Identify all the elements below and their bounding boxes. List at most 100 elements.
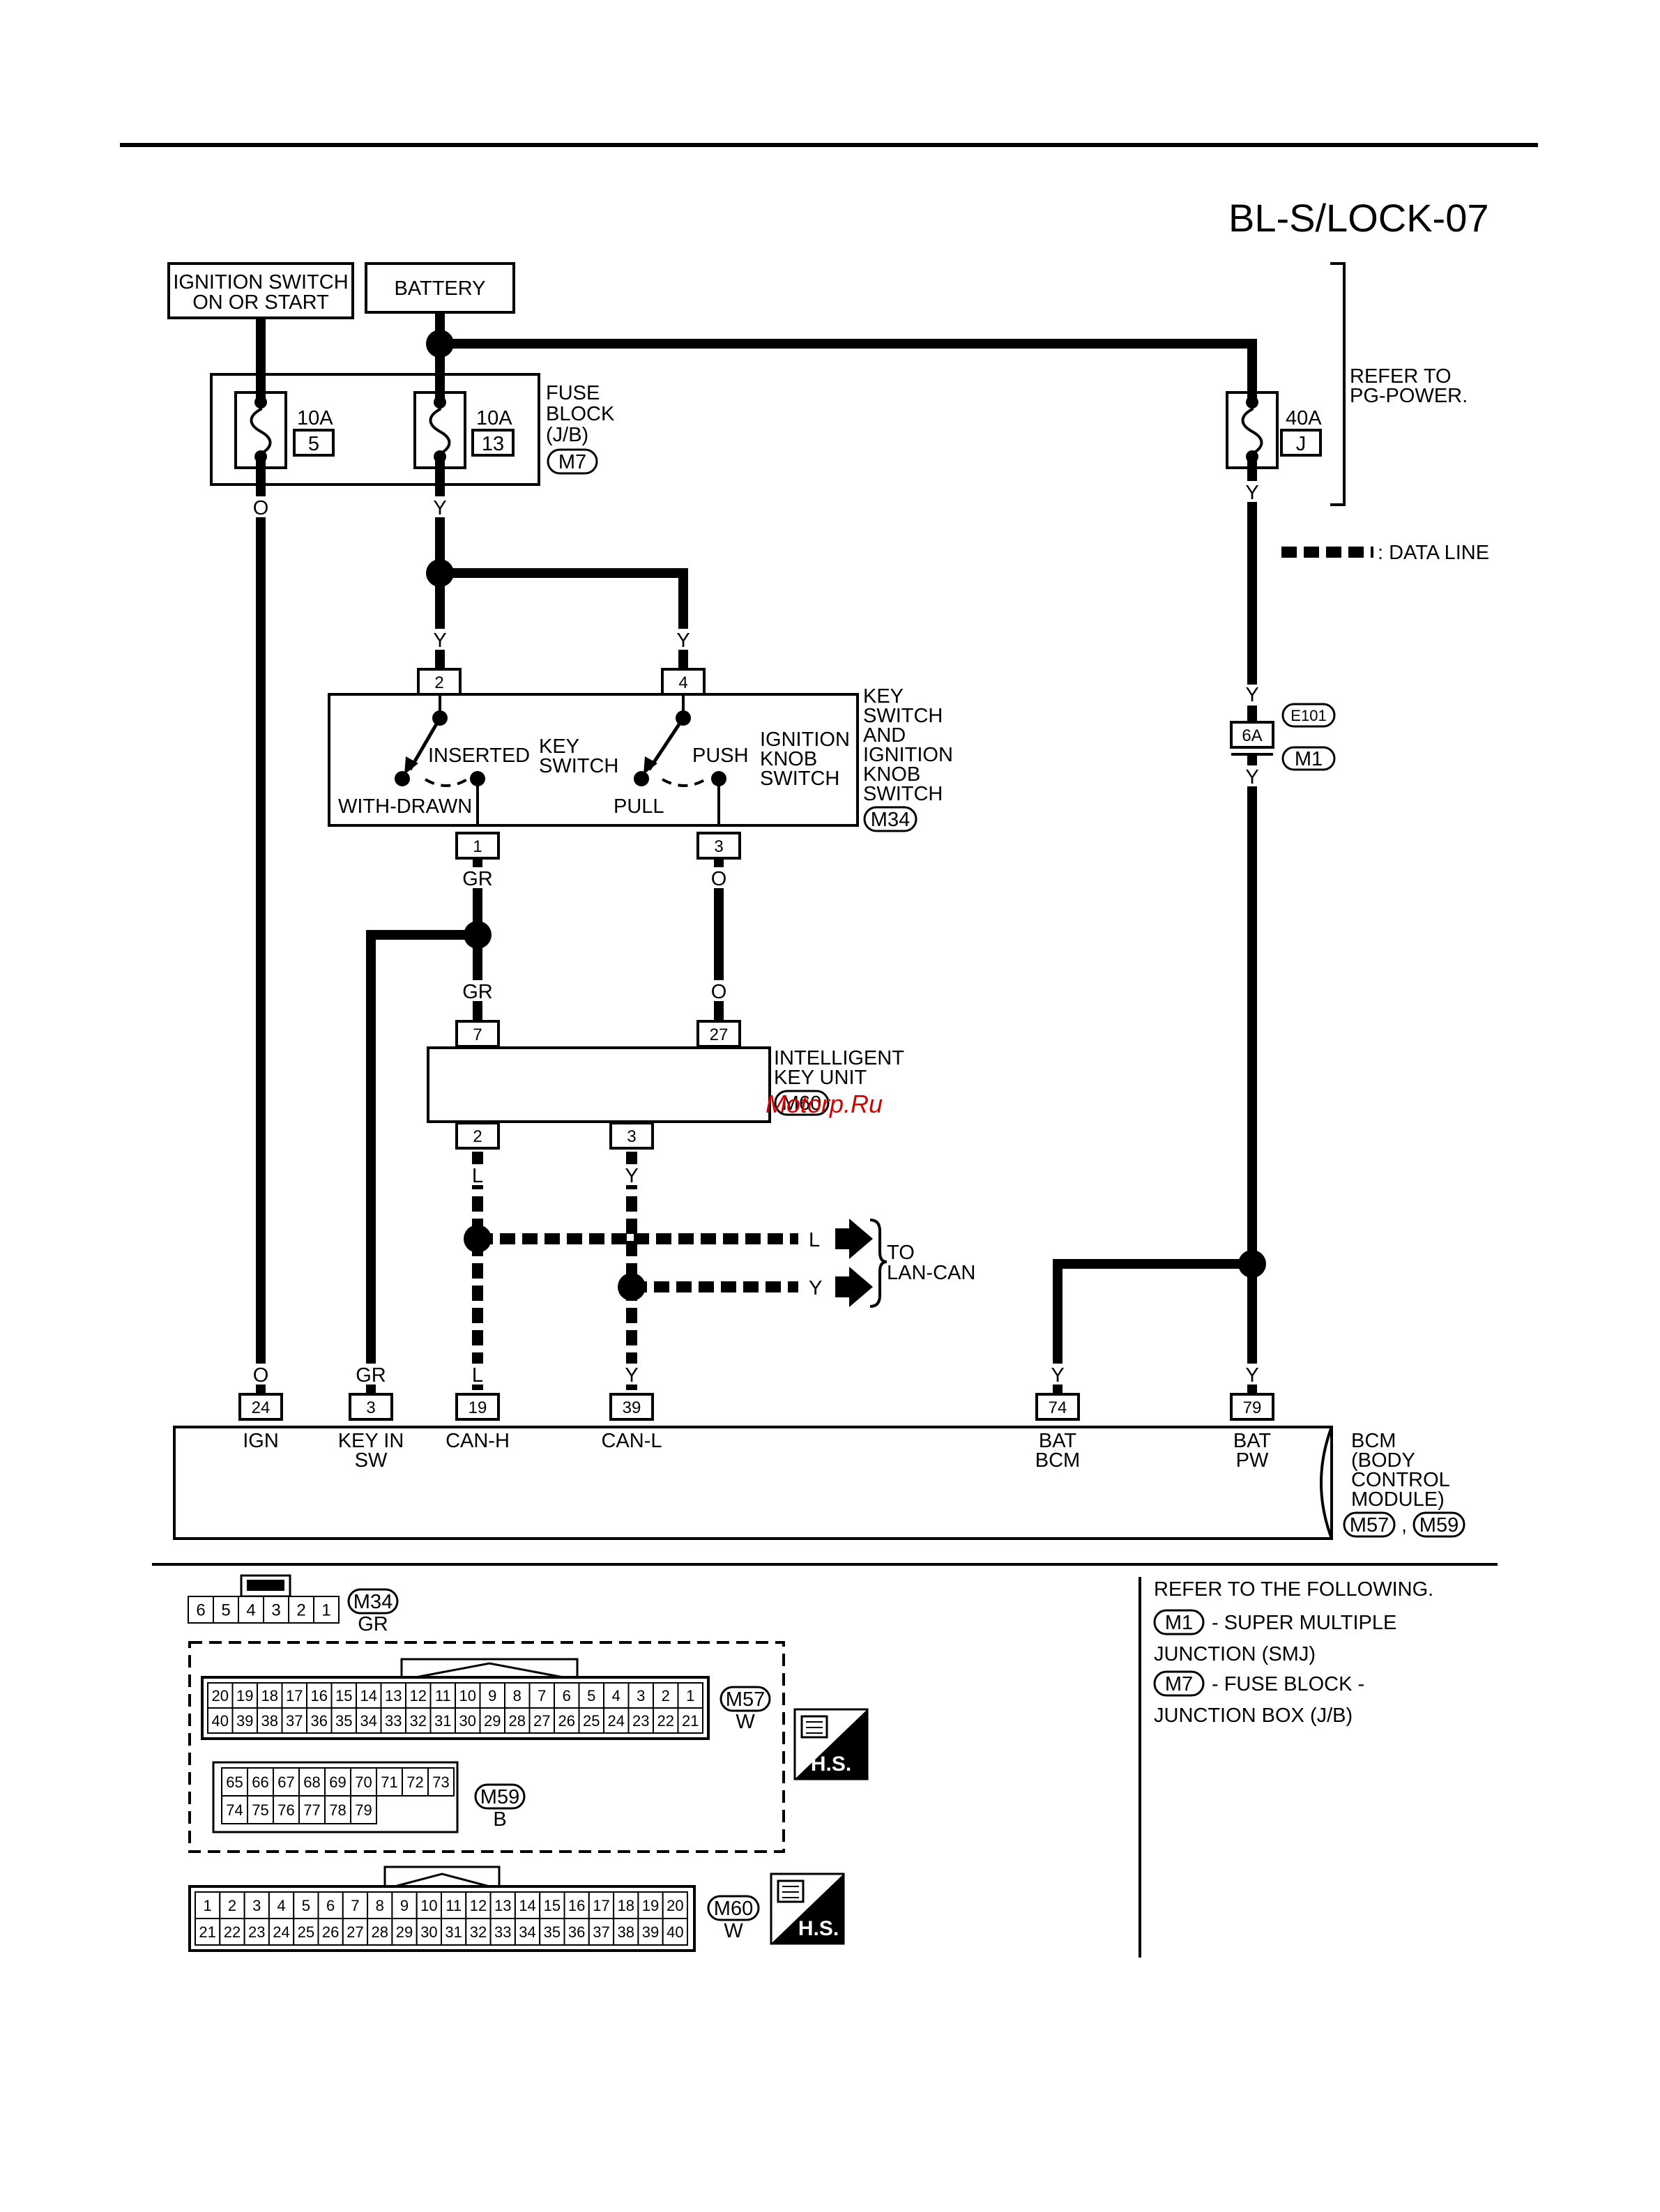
svg-text:E101: E101	[1290, 707, 1326, 724]
svg-text:M60: M60	[714, 1898, 753, 1920]
svg-text:IGN: IGN	[243, 1430, 279, 1452]
junction-6a: 6A E101 M1	[1230, 703, 1336, 771]
svg-text:19: 19	[469, 1398, 487, 1417]
pin-number: 11	[446, 1897, 462, 1914]
pin-cell	[429, 1707, 456, 1734]
pin-number: 39	[236, 1712, 253, 1730]
svg-text:10A: 10A	[297, 407, 333, 429]
svg-text:IGNITION: IGNITION	[760, 729, 850, 751]
pin-number: 1	[686, 1687, 694, 1704]
pin-number: 34	[519, 1923, 535, 1941]
pin-number: 4	[277, 1897, 285, 1914]
pin-number: 67	[277, 1774, 294, 1791]
pin-cell	[219, 1918, 245, 1946]
pin-cell	[350, 1767, 377, 1797]
pin-cell	[273, 1795, 300, 1824]
pin-cell	[416, 1918, 443, 1946]
pin-cell	[324, 1795, 351, 1824]
pin-number: 35	[335, 1712, 352, 1730]
pin-number: 31	[434, 1712, 451, 1730]
pin-number: 17	[593, 1897, 609, 1914]
pin-number: 75	[252, 1801, 268, 1819]
pin-number: 37	[286, 1712, 303, 1730]
pin-cell	[317, 1918, 344, 1946]
pin-number: 15	[544, 1897, 561, 1914]
pin-cell	[356, 1707, 382, 1734]
svg-text:SWITCH: SWITCH	[539, 755, 618, 777]
pin-number: 21	[682, 1712, 699, 1730]
pin-number: 32	[470, 1923, 487, 1941]
pin-number: 21	[199, 1923, 215, 1941]
pin-cell	[281, 1682, 307, 1709]
battery-source: BATTERY	[365, 262, 515, 314]
svg-text:REFER TO THE FOLLOWING.: REFER TO THE FOLLOWING.	[1154, 1578, 1433, 1601]
svg-text:BLOCK: BLOCK	[546, 403, 615, 425]
svg-text:GR: GR	[356, 1364, 386, 1387]
svg-text:BCM: BCM	[1351, 1430, 1396, 1452]
svg-text:L: L	[472, 1364, 483, 1387]
pin-number: 65	[226, 1774, 243, 1791]
svg-text:AND: AND	[863, 724, 906, 747]
pin-number: 68	[303, 1774, 320, 1791]
svg-text:M7: M7	[1165, 1673, 1193, 1695]
svg-text:13: 13	[482, 433, 504, 455]
fuse-block: 10A 5 10A 13 FUSE BLOCK (J/B) M7	[210, 373, 615, 486]
pin-number: 13	[385, 1687, 402, 1704]
svg-text:Y: Y	[625, 1364, 638, 1387]
svg-text:W: W	[724, 1920, 743, 1942]
pin-cell	[243, 1891, 270, 1919]
pin-cell	[380, 1707, 406, 1734]
svg-text:H.S.: H.S.	[811, 1753, 851, 1776]
svg-text:H.S.: H.S.	[798, 1917, 839, 1940]
svg-text:: DATA LINE: : DATA LINE	[1378, 542, 1489, 564]
svg-text:4: 4	[678, 673, 687, 692]
svg-text:Y: Y	[1245, 1364, 1258, 1387]
pin-cell	[330, 1707, 357, 1734]
svg-text:7: 7	[473, 1025, 482, 1044]
svg-text:24: 24	[252, 1398, 271, 1417]
pin-number: 22	[224, 1923, 241, 1941]
svg-text:O: O	[253, 497, 269, 519]
pin-number: 6	[563, 1687, 571, 1704]
pin-cell	[504, 1707, 531, 1734]
pin-cell	[637, 1891, 664, 1919]
pin-cell	[514, 1891, 541, 1919]
pin-number: 35	[544, 1923, 561, 1941]
pin-number: 4	[246, 1601, 255, 1620]
pin-cell	[298, 1767, 326, 1797]
pin-number: 73	[432, 1774, 449, 1791]
pin-number: 3	[271, 1601, 280, 1620]
pin-cell	[603, 1682, 630, 1709]
svg-text:Y: Y	[1051, 1364, 1064, 1387]
pin-cell	[213, 1596, 239, 1624]
hs-badge-icon: H.S.	[770, 1872, 845, 1945]
pin-cell	[207, 1682, 234, 1709]
svg-text:KEY: KEY	[863, 685, 904, 708]
svg-text:M34: M34	[353, 1591, 393, 1613]
pin-number: 28	[509, 1712, 526, 1730]
pin-cell	[367, 1891, 393, 1919]
pin-number: 23	[632, 1712, 649, 1730]
pin-number: 18	[618, 1897, 634, 1914]
svg-text:M57: M57	[1350, 1514, 1389, 1536]
pin-number: 76	[277, 1801, 294, 1819]
refer-bracket	[1330, 262, 1346, 506]
pin-number: 7	[351, 1897, 359, 1914]
svg-text:5: 5	[308, 433, 319, 455]
pin-number: 19	[642, 1897, 659, 1914]
pin-number: 38	[261, 1712, 278, 1730]
bcm-pin-39: 39 CAN-L	[601, 1393, 662, 1452]
pin-cell	[677, 1682, 703, 1709]
refer-power-l1: REFER TO	[1350, 365, 1452, 388]
power-fuse-40a: 40A J	[1226, 391, 1322, 469]
hs-badge-icon: H.S.	[793, 1708, 869, 1780]
pin-number: 1	[321, 1601, 330, 1620]
ignition-switch-source: IGNITION SWITCH ON OR START	[167, 262, 354, 319]
svg-text:KNOB: KNOB	[863, 763, 920, 786]
svg-text:6A: 6A	[1242, 726, 1262, 745]
pin-number: 32	[410, 1712, 427, 1730]
svg-text:JUNCTION BOX (J/B): JUNCTION BOX (J/B)	[1154, 1704, 1353, 1727]
pin-number: 11	[435, 1687, 451, 1704]
